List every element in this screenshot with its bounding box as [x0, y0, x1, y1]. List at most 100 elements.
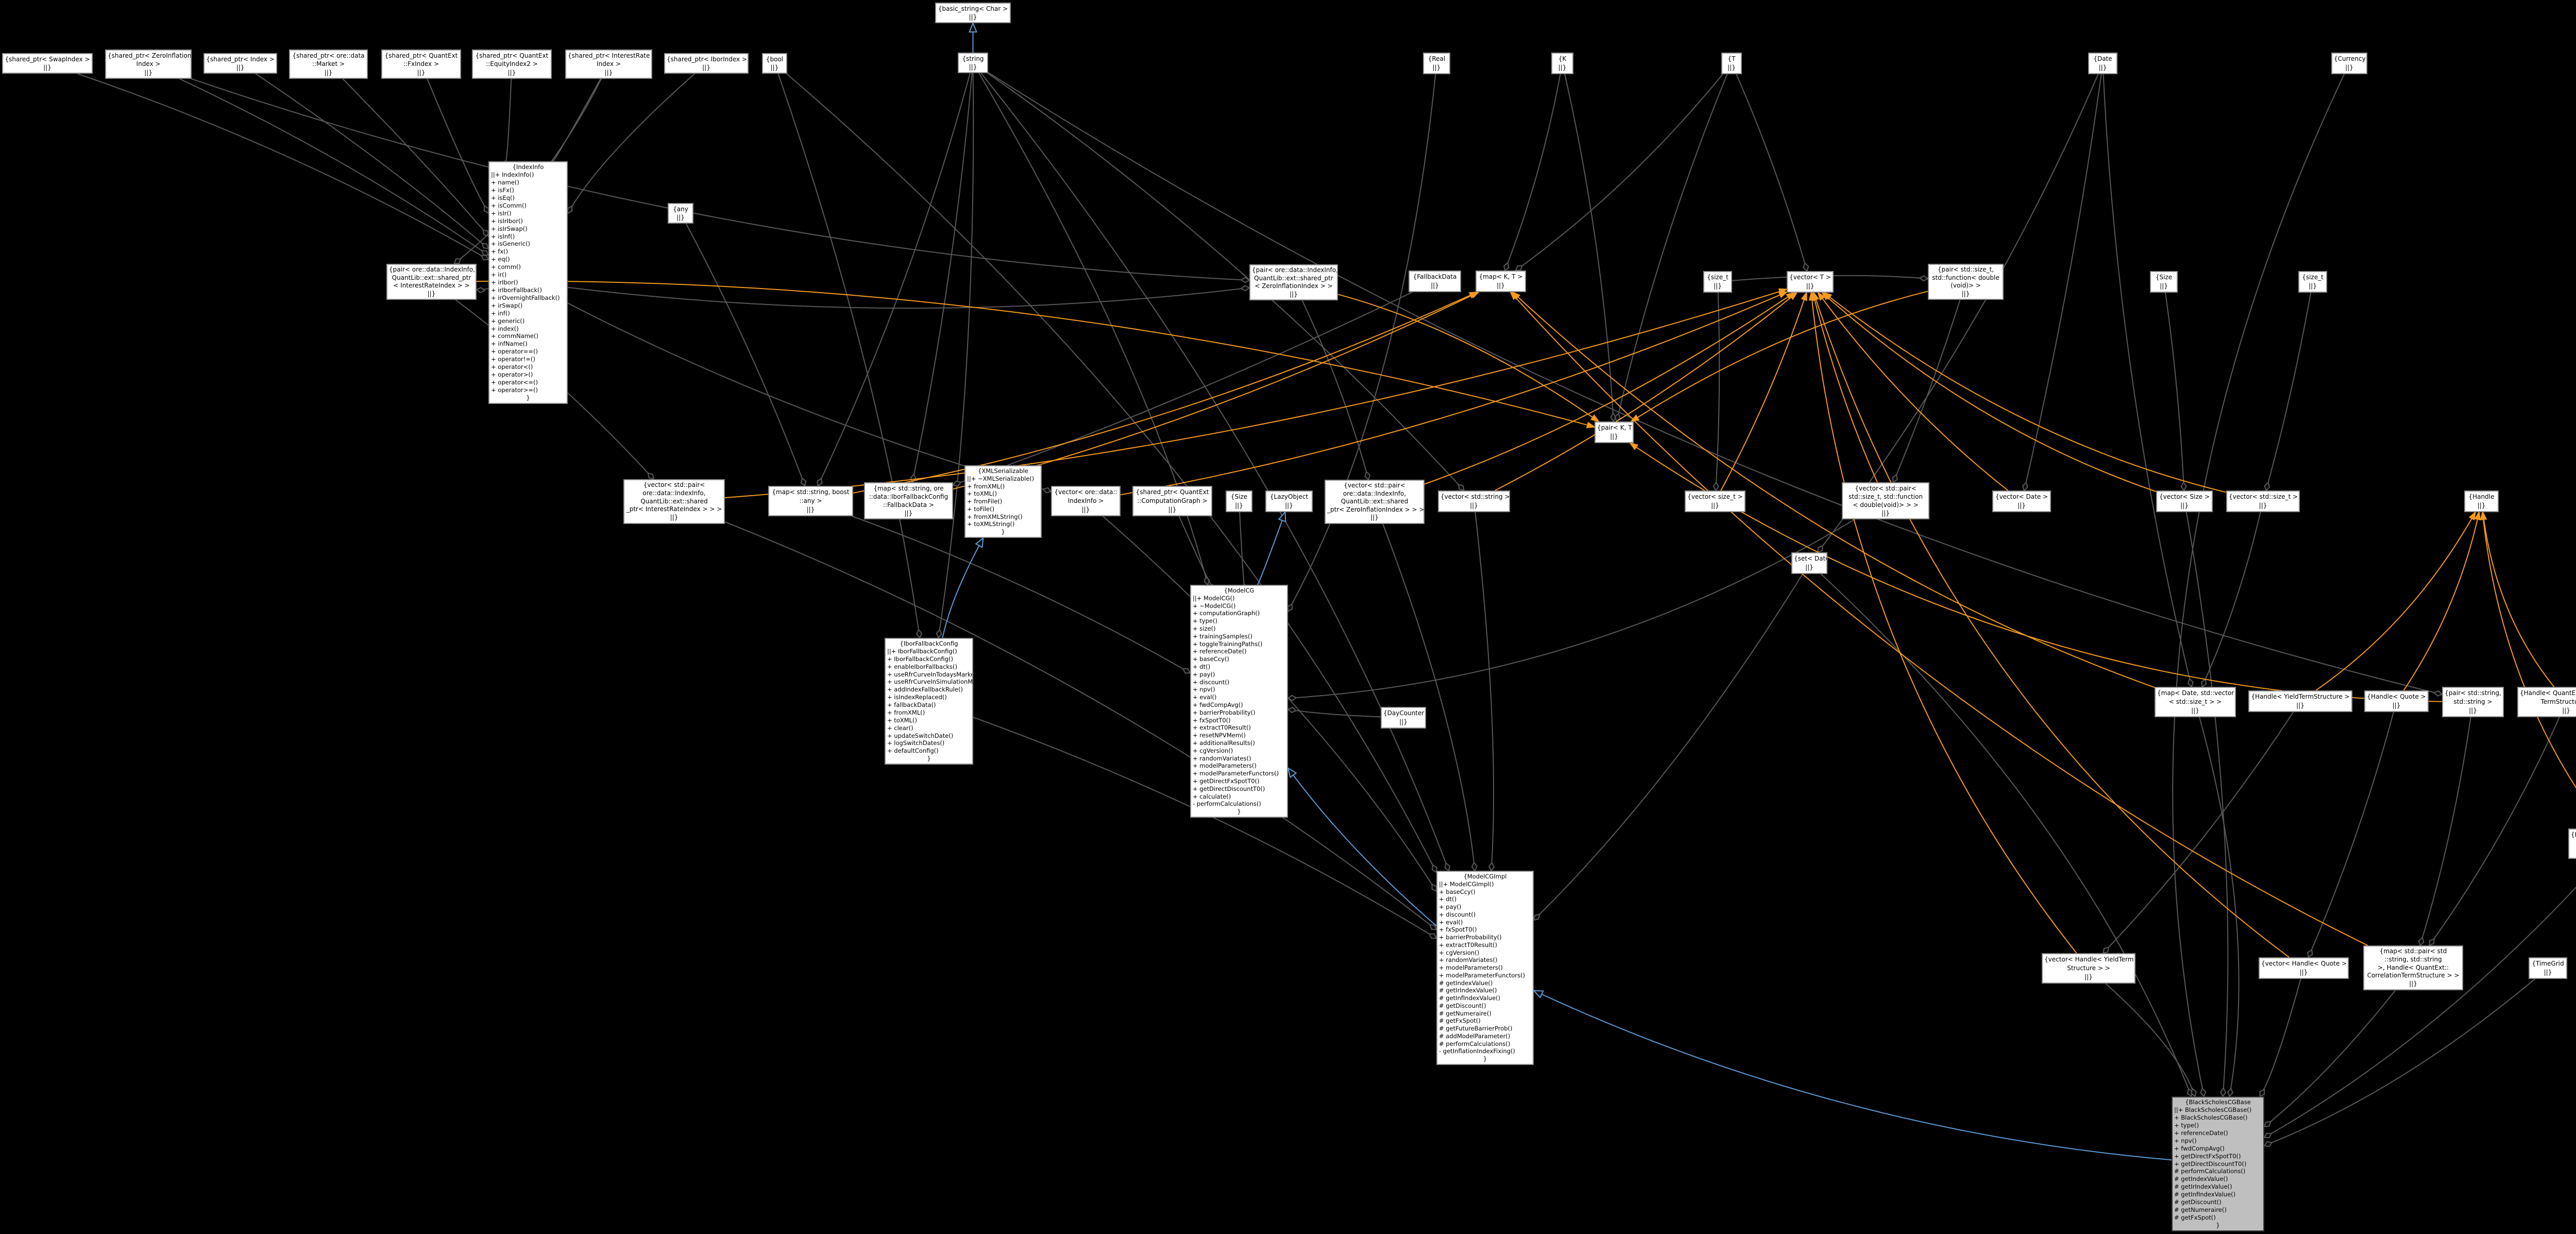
class-node-sp_fxindex[interactable]: {shared_ptr< QuantExt::FxIndex >||} — [381, 49, 461, 79]
edge-vec_size_t_small-vector_t — [1720, 292, 1807, 491]
class-node-size_t_a[interactable]: {size_t||} — [1703, 271, 1732, 293]
edge-k_node-map_kt — [1504, 74, 1561, 271]
class-node-member: + isIr() — [491, 209, 512, 217]
class-node-member: Index > — [597, 60, 621, 68]
class-node-member: } — [1237, 808, 1241, 816]
class-node-sp_iborindex[interactable]: {shared_ptr< IborIndex >||} — [664, 53, 749, 74]
class-node-member: + type() — [2174, 1121, 2199, 1129]
class-node-set_date[interactable]: {set< Date >||} — [1791, 552, 1827, 574]
class-node-map_string_any[interactable]: {map< std::string, boost::any >||} — [768, 486, 853, 516]
class-node-sp_equityindex2[interactable]: {shared_ptr< QuantExt::EquityIndex2 >||} — [472, 49, 552, 79]
class-node-member: + addIndexFallbackRule() — [887, 686, 963, 694]
class-node-daycounter[interactable]: {DayCounter||} — [1381, 707, 1426, 729]
class-node-pair_string_string[interactable]: {pair< std::string,std::string >||} — [2442, 687, 2504, 717]
class-node-handle_yts[interactable]: {Handle< YieldTermStructure >||} — [2248, 690, 2352, 712]
class-node-vec_handle_quote[interactable]: {vector< Handle< Quote > > ||} — [2259, 957, 2349, 979]
class-node-sp_market[interactable]: {shared_ptr< ore::data::Market >||} — [289, 49, 368, 79]
edge-fallbackdata-map_string_fallback — [953, 292, 1413, 486]
class-node-string_node[interactable]: {string||} — [958, 53, 988, 73]
class-node-member: ||} — [904, 510, 913, 517]
class-node-title: {BlackScholesCGBase — [2185, 1098, 2251, 1106]
class-node-member: + toXML() — [887, 716, 918, 724]
class-node-member: + npv() — [2174, 1137, 2197, 1144]
class-node-vec_size_t_small[interactable]: {vector< size_t >||} — [1685, 491, 1745, 512]
edge-marker-arrow — [1590, 414, 1600, 422]
class-node-member: ||} — [806, 506, 815, 513]
class-node-member: # getFutureBarrierProb() — [1439, 1025, 1513, 1033]
class-node-member: ||} — [2299, 969, 2308, 976]
class-node-fallbackdata[interactable]: {FallbackData||} — [1409, 271, 1461, 292]
class-node-vec_date[interactable]: {vector< Date >||} — [1992, 491, 2051, 512]
edge-pair_sizet_fn-pair_kt — [1631, 291, 1928, 422]
class-node-member: # getDiscount() — [1439, 1002, 1486, 1009]
class-node-real_node[interactable]: {Real||} — [1423, 53, 1450, 74]
edge-marker-arrow — [1812, 291, 1820, 301]
class-node-indexinfo[interactable]: {IndexInfo||+ IndexInfo()+ name()+ isFx(… — [488, 161, 568, 404]
class-node-bool_node[interactable]: {bool||} — [762, 53, 787, 74]
class-node-handle_bsmw[interactable]: {Handle< QuantExt::BlackScholesModelWrap… — [2568, 829, 2576, 859]
class-node-vec_string[interactable]: {vector< std::string >||} — [1438, 491, 1510, 512]
class-node-title: {vector< Handle< Quote > > — [2261, 960, 2349, 967]
class-node-modelcgimpl[interactable]: {ModelCGImpl||+ ModelCGImpl()+ baseCcy()… — [1436, 871, 1534, 1065]
class-node-member: ||} — [236, 64, 245, 71]
class-node-vector_t[interactable]: {vector< T >||} — [1787, 271, 1834, 293]
class-node-date_node[interactable]: {Date||} — [2088, 53, 2117, 74]
class-node-pair_kt[interactable]: {pair< K, T >||} — [1595, 421, 1634, 443]
edge-marker-hollow — [1287, 767, 1297, 779]
class-node-handle_node[interactable]: {Handle||} — [2464, 491, 2499, 512]
class-node-k_node[interactable]: {K||} — [1551, 53, 1573, 74]
class-node-blackscholescgbase[interactable]: {BlackScholesCGBase||+ BlackScholesCGBas… — [2172, 1096, 2264, 1231]
class-node-handle_quote[interactable]: {Handle< Quote >||} — [2364, 690, 2429, 712]
class-node-iborfallbackconfig[interactable]: {IborFallbackConfig||+ IborFallbackConfi… — [885, 638, 973, 765]
class-node-map_kt[interactable]: {map< K, T >||} — [1476, 271, 1526, 292]
class-node-sp_index[interactable]: {shared_ptr< Index >||} — [204, 53, 277, 74]
class-node-currency_node[interactable]: {Currency||} — [2331, 53, 2367, 74]
edge-marker-diamond — [2191, 1088, 2197, 1097]
class-node-basic_string[interactable]: {basic_string< Char >||} — [935, 3, 1011, 23]
class-node-map_pair_corr[interactable]: {map< std::pair< std::string, std::strin… — [2363, 945, 2463, 990]
class-node-pair_ii_zii[interactable]: {pair< ore::data::IndexInfo,QuantLib::ex… — [1249, 264, 1338, 300]
class-node-sp_computationgraph[interactable]: {shared_ptr< QuantExt::ComputationGraph … — [1132, 486, 1212, 516]
class-node-member: ||} — [2392, 702, 2401, 709]
class-node-vec_pair_fn[interactable]: {vector< std::pair<std::size_t, std::fun… — [1842, 482, 1929, 519]
class-node-vec_pair_iri[interactable]: {vector< std::pair<ore::data::IndexInfo,… — [623, 479, 725, 524]
class-node-lazyobject[interactable]: {LazyObject||} — [1265, 491, 1313, 512]
class-node-size_node_b[interactable]: {Size||} — [1226, 491, 1252, 512]
class-node-member: + toXML() — [967, 490, 997, 498]
class-node-timegrid[interactable]: {TimeGrid||} — [2529, 957, 2567, 979]
class-node-member: < ZeroInflationIndex > > — [1255, 282, 1333, 290]
class-node-pair_sizet_fn[interactable]: {pair< std::size_t,std::function< double… — [1928, 264, 2004, 300]
edge-map_string_any-map_kt — [853, 292, 1478, 494]
edge-marker-diamond — [2220, 1087, 2227, 1097]
class-node-t_node[interactable]: {T||} — [1721, 53, 1742, 74]
class-node-member: ||} — [1235, 502, 1243, 509]
class-node-xmlserializable[interactable]: {XMLSerializable||+ ~XMLSerializable()+ … — [964, 465, 1042, 538]
class-node-vec_pair_zii[interactable]: {vector< std::pair<ore::data::IndexInfo,… — [1325, 480, 1425, 524]
class-node-modelcg[interactable]: {ModelCG||+ ModelCG()+ ~ModelCG()+ compu… — [1190, 585, 1288, 818]
class-node-handle_corr[interactable]: {Handle< QuantExt::CorrelationTermStruct… — [2517, 687, 2576, 717]
class-node-size_t_b[interactable]: {size_t||} — [2298, 271, 2327, 293]
class-node-pair_ii_iri[interactable]: {pair< ore::data::IndexInfo,QuantLib::ex… — [386, 264, 477, 300]
class-node-title: {map< K, T > — [1479, 273, 1523, 280]
class-node-member: # getDiscount() — [2174, 1198, 2222, 1206]
edge-vec_pair_iri-modelcgimpl — [724, 521, 1437, 931]
class-node-vec_indexinfo[interactable]: {vector< ore::data::IndexInfo >||} — [1051, 486, 1121, 516]
class-node-vec_sizet[interactable]: {vector< std::size_t >||} — [2226, 491, 2300, 512]
class-node-member: Index > — [136, 60, 161, 68]
class-node-map_date_vec[interactable]: {map< Date, std::vector< std::size_t > >… — [2155, 687, 2236, 717]
class-node-member: + barrierProbability() — [1439, 934, 1502, 941]
class-node-member: ||} — [1714, 282, 1722, 290]
class-node-member: } — [1001, 528, 1005, 536]
class-node-any_node[interactable]: {any||} — [668, 203, 693, 224]
class-node-member: CorrelationTermStructure > > — [2367, 972, 2460, 979]
class-node-member: (void)> > — [1951, 282, 1981, 289]
class-node-map_string_fallback[interactable]: {map< std::string, ore::data::IborFallba… — [864, 482, 953, 519]
class-node-vec_size[interactable]: {vector< Size >||} — [2156, 491, 2213, 512]
class-node-sp_swapindex[interactable]: {shared_ptr< SwapIndex >||} — [2, 53, 93, 74]
class-node-title: {vector< size_t > — [1687, 493, 1743, 500]
class-node-member: ||} — [1805, 564, 1814, 571]
class-node-size_node_a[interactable]: {Size||} — [2150, 271, 2178, 293]
